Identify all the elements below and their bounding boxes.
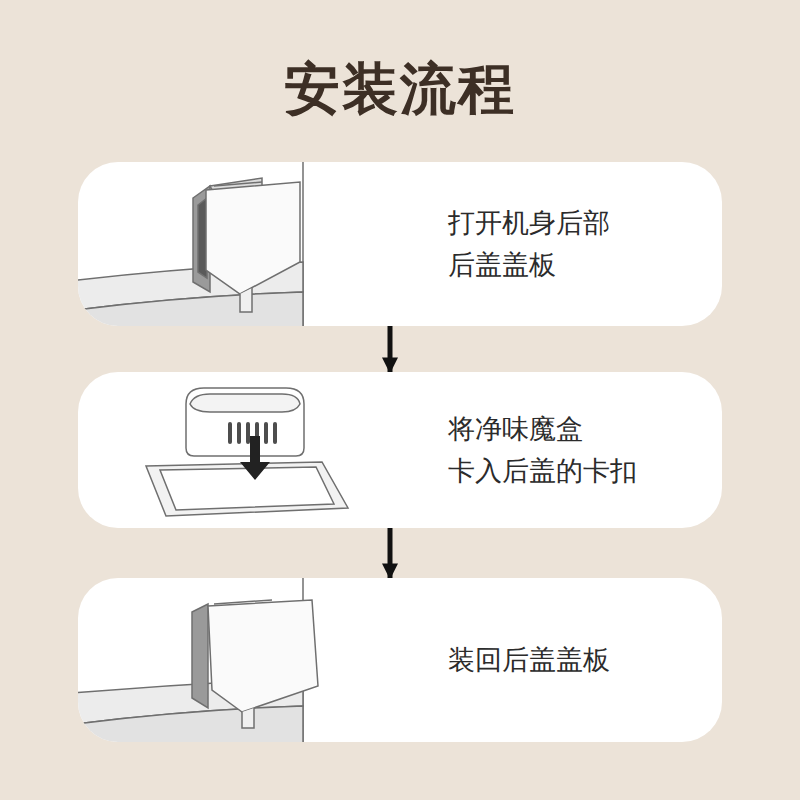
step-text: 装回后盖盖板	[448, 639, 610, 681]
machine-closed-lid	[78, 578, 318, 742]
deodorizer-box	[146, 388, 348, 516]
title: 安装流程	[0, 52, 800, 128]
insert-arrow	[240, 436, 270, 480]
vent-slots	[228, 422, 277, 444]
flow-arrow	[388, 326, 393, 372]
step-text: 将净味魔盒 卡入后盖的卡扣	[448, 408, 637, 492]
step-box: 打开机身后部 后盖盖板	[78, 162, 722, 326]
machine-open-lid	[78, 162, 303, 326]
flow-arrow	[388, 528, 393, 578]
step-box: 装回后盖盖板	[78, 578, 722, 742]
step-text: 打开机身后部 后盖盖板	[448, 202, 610, 286]
step-box: 将净味魔盒 卡入后盖的卡扣	[78, 372, 722, 528]
